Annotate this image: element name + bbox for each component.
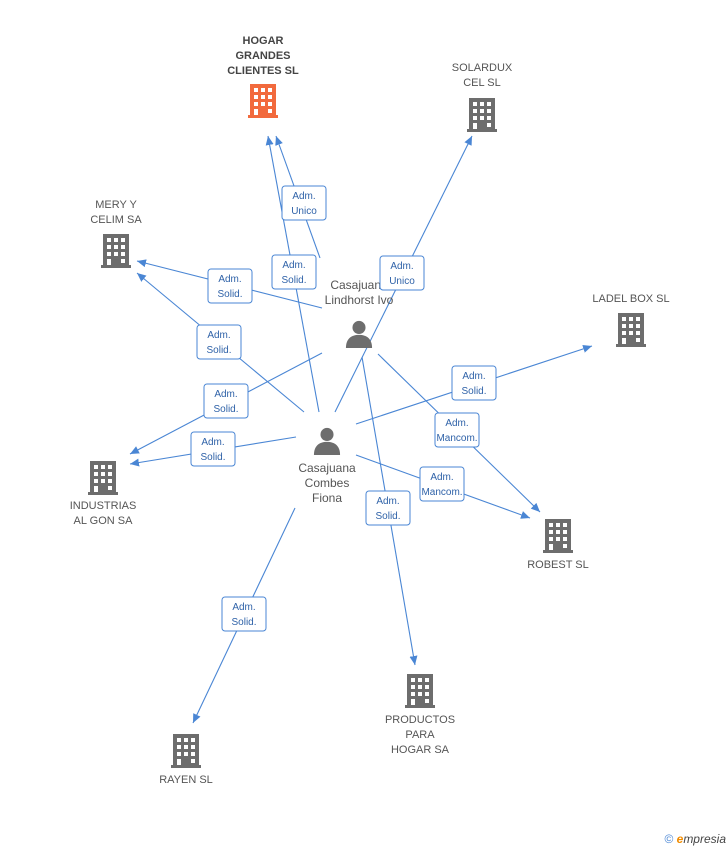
company-label: PRODUCTOS — [385, 714, 455, 726]
company-node-ladel[interactable]: LADEL BOX SL — [592, 293, 670, 347]
role-badge-text: Adm. — [430, 472, 453, 483]
company-label: LADEL BOX SL — [592, 293, 669, 305]
role-badge-lindhorst-robest[interactable]: Adm. Mancom. — [434, 412, 480, 448]
company-label: RAYEN SL — [159, 774, 213, 786]
role-badge-text: Adm. — [214, 389, 237, 400]
role-badge-text: Adm. — [207, 330, 230, 341]
company-label: INDUSTRIAS — [70, 500, 137, 512]
building-icon — [248, 84, 278, 118]
role-badge-text: Adm. — [462, 371, 485, 382]
building-icon — [543, 519, 573, 553]
role-badge-lindhorst-mery[interactable]: Adm. Solid. — [207, 268, 253, 304]
company-label: AL GON SA — [74, 515, 134, 527]
company-label: GRANDES — [235, 50, 290, 62]
building-icon — [405, 674, 435, 708]
role-badge-lindhorst-productos[interactable]: Adm. Solid. — [365, 490, 411, 526]
role-badge-text: Solid. — [217, 289, 242, 300]
role-badge-text: Adm. — [445, 418, 468, 429]
role-badge-text: Unico — [389, 276, 415, 287]
role-badge-fiona-solardux[interactable]: Adm. Unico — [379, 255, 425, 291]
role-badge-text: Mancom. — [421, 487, 462, 498]
role-badge-fiona-hogar[interactable]: Adm. Solid. — [271, 254, 317, 290]
role-badge-lindhorst-industrias[interactable]: Adm. Solid. — [203, 383, 249, 419]
company-label: CLIENTES SL — [227, 65, 299, 77]
company-node-productos[interactable]: PRODUCTOS PARA HOGAR SA — [385, 674, 455, 756]
role-badge-text: Adm. — [390, 261, 413, 272]
company-node-robest[interactable]: ROBEST SL — [527, 519, 589, 571]
building-icon — [88, 461, 118, 495]
brand-logo-text: mpresia — [683, 832, 726, 846]
company-label: SOLARDUX — [452, 62, 513, 74]
company-node-hogar[interactable]: HOGAR GRANDES CLIENTES SL — [227, 35, 299, 118]
person-label: Combes — [305, 476, 350, 490]
person-label: Casajuana — [330, 278, 388, 292]
person-label: Fiona — [312, 491, 342, 505]
role-badge-fiona-robest[interactable]: Adm. Mancom. — [419, 466, 465, 502]
building-icon — [467, 98, 497, 132]
role-badge-text: Solid. — [200, 452, 225, 463]
role-badge-fiona-rayen[interactable]: Adm. Solid. — [221, 596, 267, 632]
company-label: PARA — [405, 729, 435, 741]
role-badge-text: Adm. — [232, 602, 255, 613]
role-badge-text: Solid. — [231, 617, 256, 628]
role-badge-text: Adm. — [376, 496, 399, 507]
person-icon — [313, 427, 341, 455]
role-badge-text: Adm. — [218, 274, 241, 285]
company-node-mery[interactable]: MERY Y CELIM SA — [90, 199, 142, 268]
role-badge-lindhorst-hogar[interactable]: Adm. Unico — [281, 185, 327, 221]
role-badge-text: Solid. — [281, 275, 306, 286]
role-badge-fiona-mery[interactable]: Adm. Solid. — [196, 324, 242, 360]
footer-brand[interactable]: © empresia — [664, 832, 726, 846]
company-node-industrias[interactable]: INDUSTRIAS AL GON SA — [70, 461, 137, 527]
person-icon — [345, 320, 373, 348]
role-badge-text: Adm. — [282, 260, 305, 271]
company-label: CEL SL — [463, 77, 501, 89]
company-label: ROBEST SL — [527, 559, 589, 571]
building-icon — [616, 313, 646, 347]
company-node-solardux[interactable]: SOLARDUX CEL SL — [452, 62, 513, 132]
role-badge-text: Adm. — [201, 437, 224, 448]
building-icon — [101, 234, 131, 268]
copyright-icon: © — [664, 832, 674, 846]
role-badge-fiona-ladel[interactable]: Adm. Solid. — [451, 365, 497, 401]
role-badge-text: Solid. — [206, 345, 231, 356]
role-badge-fiona-industrias[interactable]: Adm. Solid. — [190, 431, 236, 467]
role-badge-text: Adm. — [292, 191, 315, 202]
role-badge-text: Solid. — [375, 511, 400, 522]
person-label: Lindhorst Ivo — [325, 293, 394, 307]
role-badge-text: Solid. — [213, 404, 238, 415]
building-icon — [171, 734, 201, 768]
brand-logo-e: e — [676, 832, 684, 846]
company-label: CELIM SA — [90, 214, 142, 226]
company-node-rayen[interactable]: RAYEN SL — [159, 734, 213, 786]
company-label: HOGAR — [243, 35, 284, 47]
role-badge-text: Mancom. — [436, 433, 477, 444]
role-badge-text: Solid. — [461, 386, 486, 397]
role-badge-text: Unico — [291, 206, 317, 217]
company-label: HOGAR SA — [391, 744, 450, 756]
person-label: Casajuana — [298, 461, 356, 475]
company-label: MERY Y — [95, 199, 137, 211]
